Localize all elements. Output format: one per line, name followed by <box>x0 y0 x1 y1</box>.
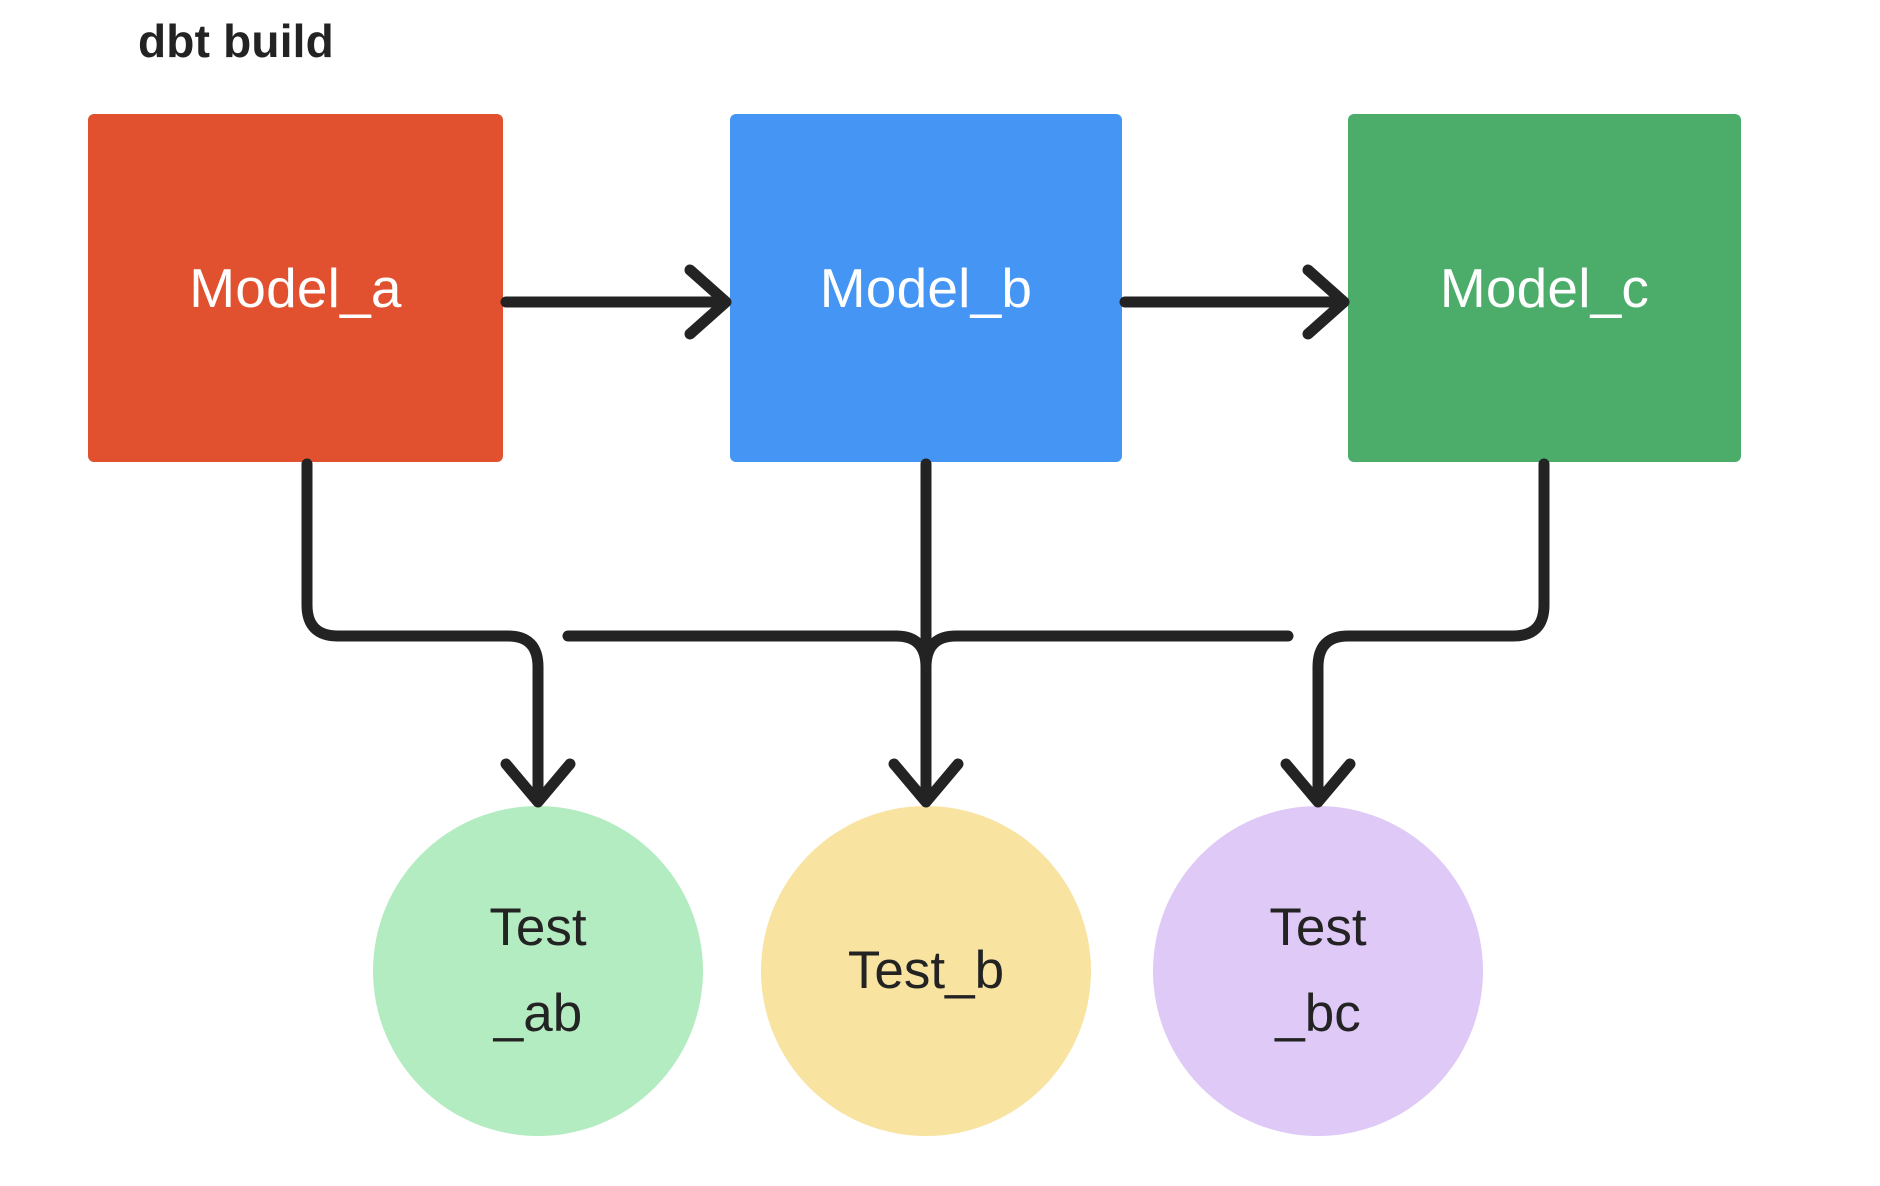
edge-model-c-to-test-bc <box>1342 458 1550 642</box>
edge-branch-to-test-ab <box>500 630 576 808</box>
node-model-c[interactable] <box>1348 114 1741 462</box>
node-test-ab[interactable] <box>373 806 703 1136</box>
edge-model-a-to-model-b <box>500 264 732 340</box>
edge-model-a-to-test-ab <box>301 458 514 642</box>
model-nodes <box>88 114 1741 462</box>
node-test-bc[interactable] <box>1153 806 1483 1136</box>
node-test-b[interactable] <box>761 806 1091 1136</box>
edge-branch-to-test-bc <box>1280 630 1356 808</box>
edge-model-b-to-test-b <box>888 458 964 808</box>
test-nodes <box>373 806 1483 1136</box>
page-title: dbt build <box>138 15 334 67</box>
edge-layer <box>301 264 1550 808</box>
edge-model-b-to-model-c <box>1119 264 1350 340</box>
node-model-b[interactable] <box>730 114 1122 462</box>
node-model-a[interactable] <box>88 114 503 462</box>
